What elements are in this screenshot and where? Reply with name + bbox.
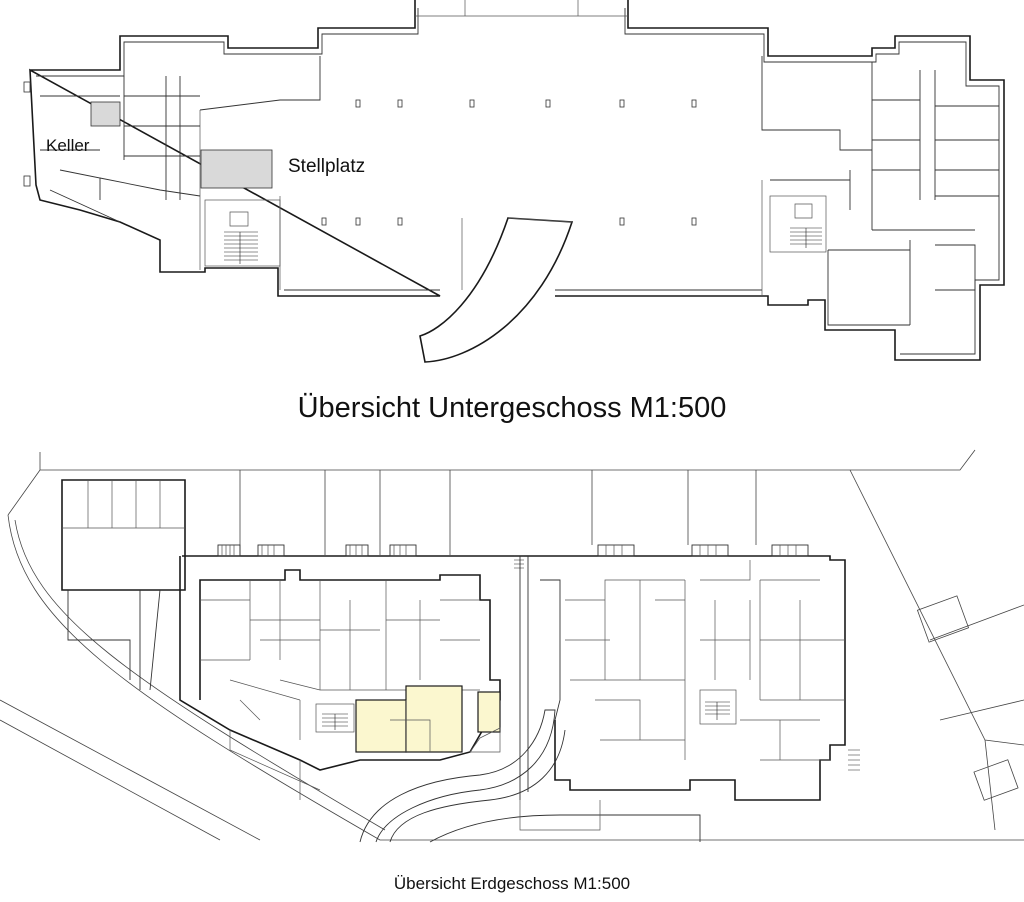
label-keller: Keller <box>46 136 90 155</box>
highlighted-unit <box>355 699 407 753</box>
highlighted-unit <box>405 685 463 753</box>
right-block-rooms <box>514 555 860 771</box>
site-boundary <box>0 449 1024 841</box>
title-erdgeschoss: Übersicht Erdgeschoss M1:500 <box>393 874 631 893</box>
outbuilding <box>61 479 186 691</box>
left-block-rooms <box>200 580 501 753</box>
basement-plan: Keller Stellplatz <box>23 0 1005 363</box>
title-untergeschoss: Übersicht Untergeschoss M1:500 <box>297 392 727 424</box>
garage-columns <box>321 99 697 226</box>
ground-floor-plan <box>0 449 1024 843</box>
right-cellar-rooms <box>769 62 999 326</box>
label-stellplatz: Stellplatz <box>288 156 365 177</box>
storage-room <box>90 101 121 127</box>
highlighted-unit <box>477 691 501 733</box>
storage-room <box>200 149 273 189</box>
left-cellar-rooms <box>23 76 281 267</box>
access-road <box>229 709 701 843</box>
balconies <box>217 544 809 557</box>
